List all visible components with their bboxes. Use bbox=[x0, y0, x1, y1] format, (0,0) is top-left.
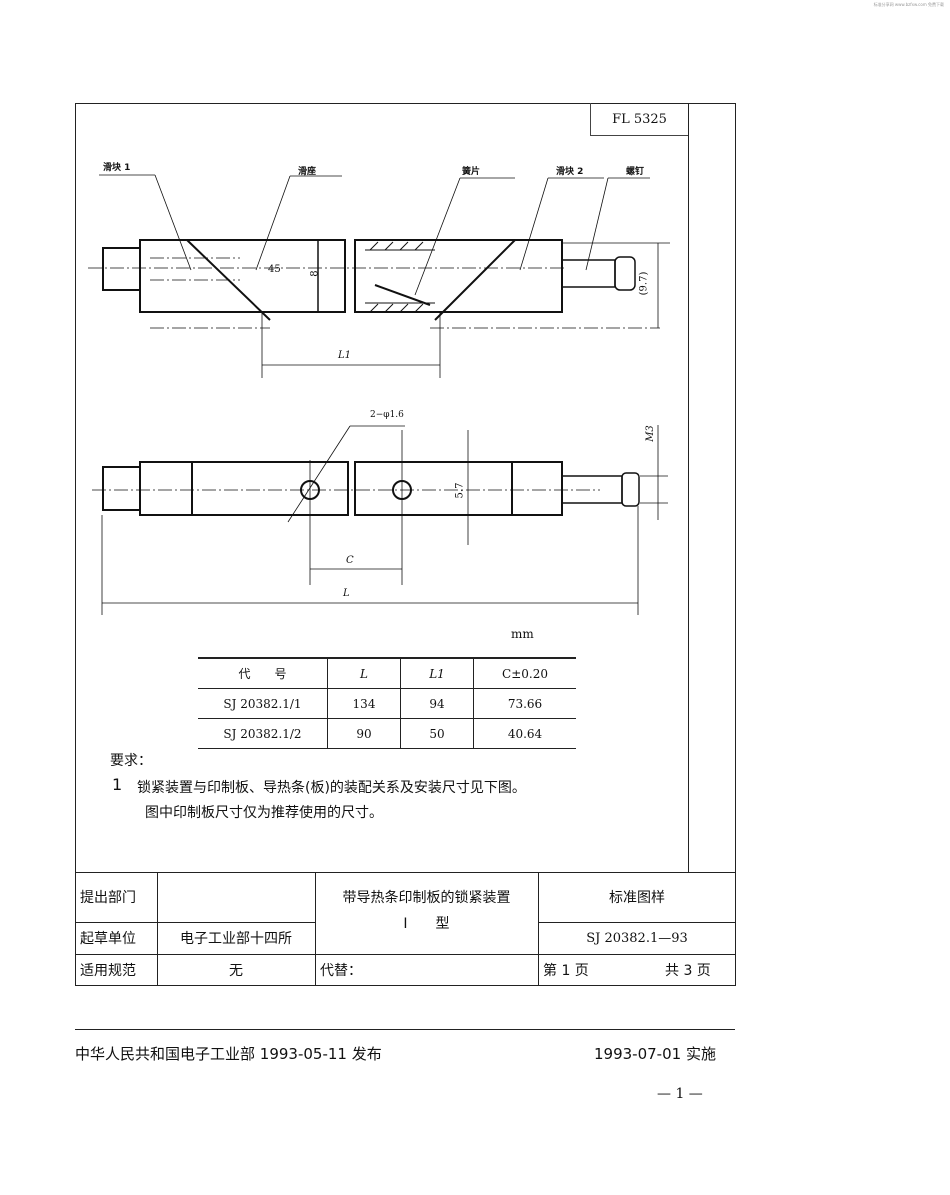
page-number: — 1 — bbox=[657, 1086, 703, 1102]
footer-divider bbox=[75, 1029, 735, 1030]
header-code: 代 号 bbox=[238, 667, 287, 681]
effective-date: 1993-07-01 实施 bbox=[594, 1045, 716, 1063]
requirement-line-2: 图中印制板尺寸仅为推荐使用的尺寸。 bbox=[145, 805, 383, 821]
cell-l1: 94 bbox=[400, 688, 474, 719]
side-left-body bbox=[139, 461, 349, 516]
c-dim: C bbox=[346, 555, 354, 566]
cell-c: 40.64 bbox=[473, 718, 576, 749]
top-view bbox=[102, 239, 636, 321]
unit-label: mm bbox=[511, 627, 534, 641]
angle-dim: 45 bbox=[268, 264, 281, 275]
scope-value: 无 bbox=[229, 963, 243, 979]
category: 标准图样 bbox=[609, 890, 665, 906]
page-current: 第 1 页 bbox=[543, 963, 589, 979]
document-title: 带导热条印制板的锁紧装置 bbox=[342, 890, 511, 906]
side-left-shaft bbox=[102, 466, 141, 511]
header-c: C±0.20 bbox=[473, 658, 576, 689]
spring-hatch bbox=[365, 241, 435, 313]
screw bbox=[561, 259, 616, 288]
table-header-row: 代 号 L L1 C±0.20 bbox=[198, 658, 576, 689]
page-total: 共 3 页 bbox=[665, 963, 711, 979]
label-spring: 簧片 bbox=[462, 167, 481, 177]
issuer-text: 中华人民共和国电子工业部 1993-05-11 发布 bbox=[75, 1045, 382, 1063]
frame-divider bbox=[688, 103, 689, 872]
proposer-value bbox=[157, 872, 315, 922]
cell-l: 90 bbox=[327, 718, 401, 749]
label-slider-1: 滑块 1 bbox=[103, 163, 131, 173]
cell-code: SJ 20382.1/2 bbox=[223, 726, 302, 741]
label-slide-seat: 滑座 bbox=[298, 167, 317, 177]
hole-dim: 2−φ1.6 bbox=[370, 410, 404, 420]
height-dim: 8 bbox=[309, 270, 321, 277]
table-row: SJ 20382.1/1 134 94 73.66 bbox=[198, 688, 576, 719]
requirement-line-1: 锁紧装置与印制板、导热条(板)的装配关系及安装尺寸见下图。 bbox=[137, 780, 526, 796]
drafter-value: 电子工业部十四所 bbox=[180, 931, 292, 947]
cell-code: SJ 20382.1/1 bbox=[223, 696, 302, 711]
slider-1-body bbox=[139, 239, 346, 313]
cell-l: 134 bbox=[327, 688, 401, 719]
left-shaft bbox=[102, 247, 141, 291]
table-row: SJ 20382.1/2 90 50 40.64 bbox=[198, 718, 576, 749]
l1-dim: L1 bbox=[338, 350, 352, 361]
top-view-dim-lines bbox=[99, 174, 670, 378]
screw-head bbox=[614, 256, 636, 291]
document-subtitle: I 型 bbox=[403, 916, 450, 932]
header-l1: L1 bbox=[400, 658, 474, 689]
requirement-number: 1 bbox=[112, 775, 123, 794]
header-l: L bbox=[327, 658, 401, 689]
label-screw: 螺钉 bbox=[626, 167, 645, 177]
slider-2-body bbox=[354, 239, 563, 313]
watermark: 标准分享网 www.bzfxw.com 免费下载 bbox=[873, 2, 944, 7]
l-dim: L bbox=[343, 588, 350, 599]
slider-2-diagonal bbox=[434, 239, 516, 321]
title-block: 提出部门 起草单位 电子工业部十四所 适用规范 无 带导热条印制板的锁紧装置 I… bbox=[75, 872, 736, 986]
thread-dim: M3 bbox=[644, 425, 656, 442]
parameters-table: 代 号 L L1 C±0.20 SJ 20382.1/1 134 94 73.6… bbox=[198, 657, 576, 749]
cell-l1: 50 bbox=[400, 718, 474, 749]
label-slider-2: 滑块 2 bbox=[556, 167, 584, 177]
cell-c: 73.66 bbox=[473, 688, 576, 719]
top-view-dims bbox=[88, 257, 660, 329]
replaces-label: 代替： bbox=[320, 963, 362, 979]
drafter-label: 起草单位 bbox=[80, 931, 136, 947]
side-view-dims bbox=[92, 425, 668, 615]
standard-number: SJ 20382.1—93 bbox=[586, 930, 688, 946]
requirements-heading: 要求： bbox=[110, 753, 152, 769]
width-dim: 5.7 bbox=[454, 482, 466, 499]
side-screw bbox=[561, 475, 623, 504]
drawing-frame bbox=[75, 103, 736, 986]
proposer-label: 提出部门 bbox=[80, 890, 136, 906]
side-view bbox=[102, 461, 640, 516]
document-code: FL 5325 bbox=[590, 103, 688, 136]
total-height-dim: (9.7) bbox=[638, 271, 650, 296]
scope-label: 适用规范 bbox=[80, 963, 136, 979]
side-screw-head bbox=[621, 472, 640, 507]
